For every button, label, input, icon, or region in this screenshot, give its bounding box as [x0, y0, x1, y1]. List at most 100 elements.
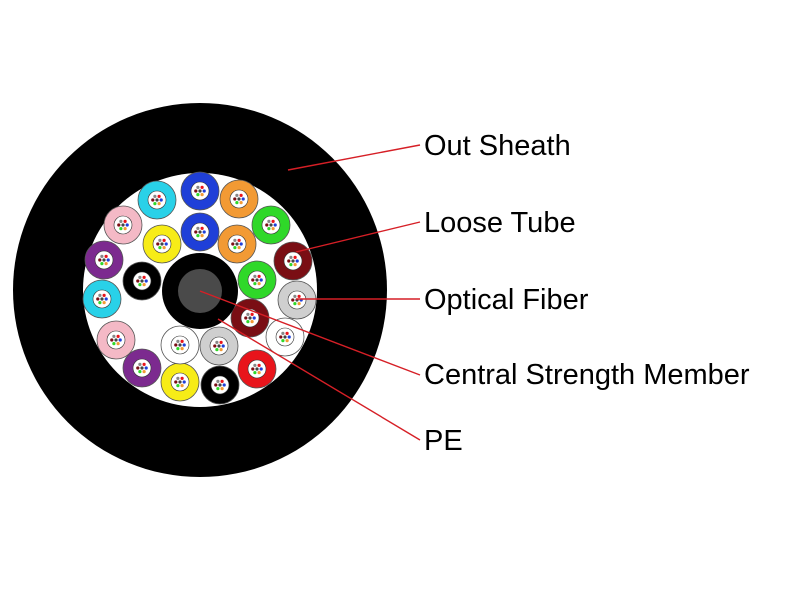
optical-fiber	[255, 367, 259, 371]
optical-fiber	[233, 238, 237, 242]
optical-fiber	[295, 259, 299, 263]
optical-fiber	[102, 293, 106, 297]
optical-fiber	[283, 335, 287, 339]
optical-fiber	[96, 297, 100, 301]
loose-tube	[237, 260, 277, 300]
optical-fiber	[100, 297, 104, 301]
optical-fiber	[153, 194, 157, 198]
optical-fiber	[151, 198, 155, 202]
optical-fiber	[267, 227, 271, 231]
optical-fiber	[182, 343, 186, 347]
loose-tube	[103, 205, 143, 245]
optical-fiber	[98, 301, 102, 305]
optical-fiber	[265, 223, 269, 227]
optical-fiber	[114, 338, 118, 342]
optical-fiber	[119, 227, 123, 231]
loose-tube	[160, 362, 200, 402]
optical-fiber	[174, 380, 178, 384]
loose-tube	[82, 279, 122, 319]
optical-fiber	[289, 263, 293, 267]
optical-fiber	[158, 246, 162, 250]
optical-fiber	[118, 338, 122, 342]
optical-fiber	[215, 348, 219, 352]
optical-fiber	[138, 275, 142, 279]
label-pe: PE	[424, 425, 463, 457]
optical-fiber	[235, 201, 239, 205]
optical-fiber	[289, 255, 293, 259]
optical-fiber	[196, 185, 200, 189]
optical-fiber	[116, 342, 120, 346]
optical-fiber	[253, 363, 257, 367]
optical-fiber	[121, 223, 125, 227]
optical-fiber	[144, 366, 148, 370]
optical-fiber	[176, 339, 180, 343]
loose-tube	[199, 326, 239, 366]
optical-fiber	[237, 238, 241, 242]
optical-fiber	[104, 297, 108, 301]
optical-fiber	[220, 379, 224, 383]
optical-fiber	[235, 193, 239, 197]
optical-fiber	[287, 259, 291, 263]
loose-tube	[180, 212, 220, 252]
optical-fiber	[271, 219, 275, 223]
optical-fiber	[136, 279, 140, 283]
optical-fiber	[180, 384, 184, 388]
optical-fiber	[102, 301, 106, 305]
optical-fiber	[241, 197, 245, 201]
optical-fiber	[285, 339, 289, 343]
optical-fiber	[196, 226, 200, 230]
optical-fiber	[218, 383, 222, 387]
optical-fiber	[159, 198, 163, 202]
optical-fiber	[198, 230, 202, 234]
loose-tube	[217, 224, 257, 264]
optical-fiber	[237, 246, 241, 250]
optical-fiber	[198, 189, 202, 193]
optical-fiber	[259, 367, 263, 371]
optical-fiber	[253, 371, 257, 375]
optical-fiber	[140, 366, 144, 370]
optical-fiber	[194, 189, 198, 193]
optical-fiber	[235, 242, 239, 246]
optical-fiber	[182, 380, 186, 384]
optical-fiber	[222, 383, 226, 387]
optical-fiber	[136, 366, 140, 370]
optical-fiber	[200, 185, 204, 189]
optical-fiber	[123, 219, 127, 223]
optical-fiber	[239, 193, 243, 197]
optical-fiber	[285, 331, 289, 335]
optical-fiber	[157, 194, 161, 198]
optical-fiber	[157, 202, 161, 206]
optical-fiber	[100, 254, 104, 258]
optical-fiber	[200, 234, 204, 238]
optical-fiber	[297, 302, 301, 306]
optical-fiber	[239, 242, 243, 246]
loose-tube	[160, 325, 200, 365]
optical-fiber	[200, 193, 204, 197]
optical-fiber	[231, 242, 235, 246]
optical-fiber	[153, 202, 157, 206]
optical-fiber	[213, 344, 217, 348]
optical-fiber	[273, 223, 277, 227]
loose-tube	[122, 348, 162, 388]
label-optical-fiber: Optical Fiber	[424, 284, 589, 316]
optical-fiber	[100, 262, 104, 266]
optical-fiber	[250, 320, 254, 324]
optical-fiber	[237, 197, 241, 201]
optical-fiber	[142, 275, 146, 279]
optical-fiber	[155, 198, 159, 202]
optical-fiber	[267, 219, 271, 223]
optical-fiber	[125, 223, 129, 227]
optical-fiber	[215, 340, 219, 344]
optical-fiber	[257, 363, 261, 367]
loose-tube	[137, 180, 177, 220]
optical-fiber	[233, 197, 237, 201]
optical-fiber	[196, 234, 200, 238]
optical-fiber	[257, 371, 261, 375]
optical-fiber	[116, 334, 120, 338]
optical-fiber	[257, 282, 261, 286]
optical-fiber	[106, 258, 110, 262]
loose-tube	[237, 349, 277, 389]
optical-fiber	[216, 379, 220, 383]
loose-tube	[122, 261, 162, 301]
